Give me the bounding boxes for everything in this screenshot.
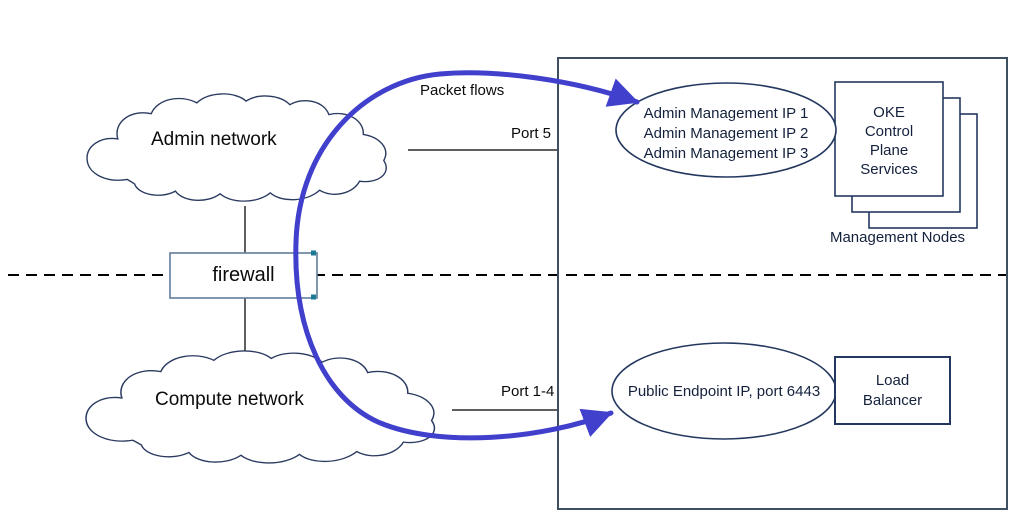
admin-management-ips-text: Admin Management IP 1 Admin Management I… bbox=[616, 104, 836, 164]
oke-line-4: Services bbox=[860, 161, 918, 178]
oke-line-1: OKE bbox=[873, 104, 905, 121]
admin-management-ip-3: Admin Management IP 3 bbox=[643, 145, 809, 162]
connector-dot bbox=[311, 250, 316, 256]
firewall-box bbox=[169, 252, 318, 299]
port-5-label: Port 5 bbox=[511, 125, 552, 142]
packet-flows-label: Packet flows bbox=[420, 82, 505, 99]
admin-management-ip-2: Admin Management IP 2 bbox=[643, 125, 809, 142]
admin-management-ip-1: Admin Management IP 1 bbox=[643, 105, 809, 122]
public-endpoint-label: Public Endpoint IP, port 6443 bbox=[627, 383, 821, 400]
load-balancer-line-1: Load bbox=[875, 371, 910, 389]
admin-network-label: Admin network bbox=[151, 129, 277, 150]
oke-line-3: Plane bbox=[869, 142, 909, 159]
boundary-box bbox=[557, 57, 1008, 510]
port-1-4-label: Port 1-4 bbox=[501, 383, 555, 400]
firewall-label: firewall bbox=[212, 264, 275, 286]
compute-network-label: Compute network bbox=[155, 389, 304, 410]
management-nodes-label: Management Nodes bbox=[829, 229, 966, 246]
oke-control-plane-text: OKE Control Plane Services bbox=[835, 103, 943, 179]
oke-line-2: Control bbox=[864, 123, 914, 140]
load-balancer-box bbox=[834, 356, 951, 425]
packet-flow-arrow bbox=[293, 70, 640, 441]
load-balancer-text: Load Balancer bbox=[835, 357, 950, 424]
load-balancer-line-2: Balancer bbox=[862, 391, 923, 409]
oke-control-plane-box bbox=[834, 81, 944, 197]
connector-dot bbox=[311, 294, 316, 300]
